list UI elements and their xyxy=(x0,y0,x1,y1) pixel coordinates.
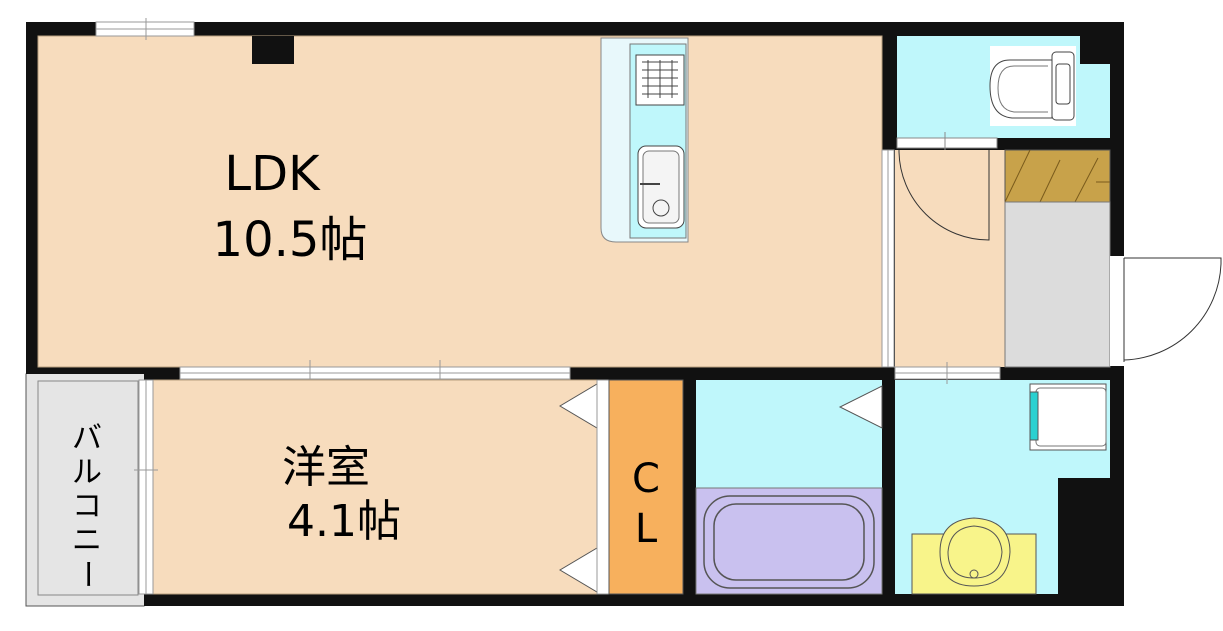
closet-label-c: C xyxy=(632,456,660,502)
balcony-char: バ xyxy=(72,421,102,456)
balcony-char: ル xyxy=(72,455,102,490)
western-room-size-label: 4.1帖 xyxy=(287,496,401,547)
toilet-door xyxy=(896,137,998,149)
shoe-box xyxy=(1004,149,1111,203)
toilet-icon xyxy=(989,46,1076,126)
closet-label-l: L xyxy=(635,506,658,552)
western-room-floor xyxy=(153,380,597,594)
ldk-label: LDK xyxy=(224,146,321,202)
entry-floor xyxy=(895,150,1005,367)
bathroom-door xyxy=(838,385,883,429)
ldk-size-label: 10.5帖 xyxy=(213,212,368,268)
balcony-char: ニ xyxy=(72,523,102,558)
entrance-door-swing xyxy=(1123,257,1222,361)
bathtub-icon xyxy=(703,495,875,589)
closet-area xyxy=(608,379,684,595)
washing-machine-icon xyxy=(1029,383,1107,451)
balcony-label: バ ル コ ニ ー xyxy=(69,421,104,589)
pillar xyxy=(252,36,294,64)
ldk-floor xyxy=(38,36,882,367)
kitchen-counter xyxy=(600,37,689,243)
bathroom-floor xyxy=(696,380,882,488)
hall-door-swing xyxy=(898,150,990,241)
vanity-icon xyxy=(911,517,1037,595)
genkan-floor xyxy=(1004,201,1111,368)
balcony-char: コ xyxy=(72,489,102,524)
balcony-char: ー xyxy=(69,559,104,589)
western-room-label: 洋室 xyxy=(282,442,370,493)
entrance-door-frame xyxy=(1110,256,1124,366)
